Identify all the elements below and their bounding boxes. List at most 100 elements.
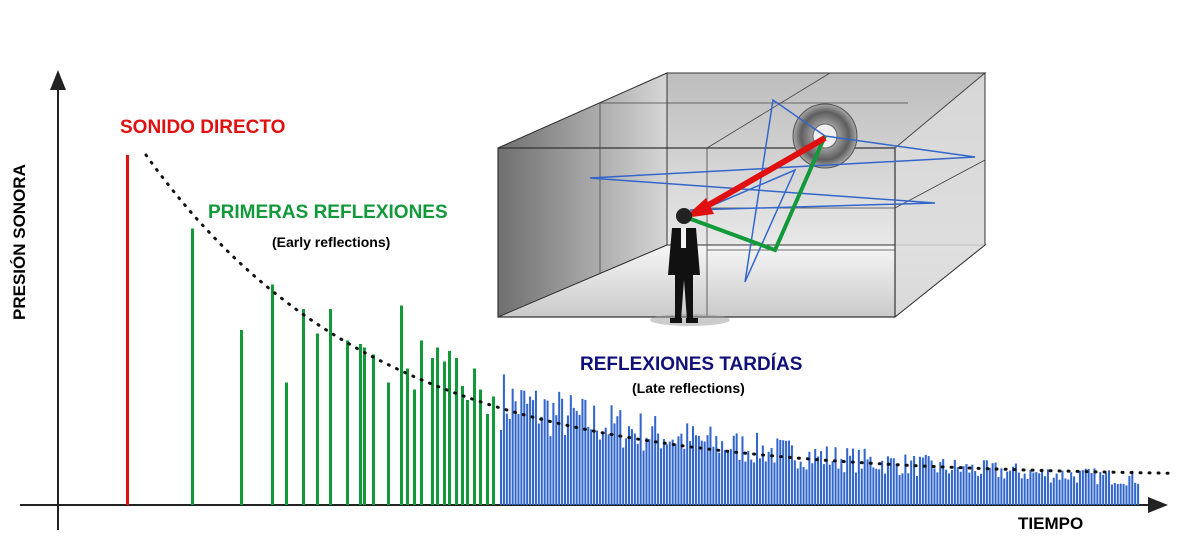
late-reflection-bar: [808, 451, 811, 505]
late-reflection-bar: [546, 400, 549, 505]
late-reflection-bar: [619, 410, 622, 505]
late-reflection-bar: [1102, 474, 1105, 505]
late-reflection-bar: [555, 415, 558, 505]
late-reflection-bar: [756, 432, 759, 505]
late-reflection-bar: [997, 476, 1000, 505]
late-reflection-bar: [648, 439, 651, 505]
late-reflection-bar: [761, 445, 764, 505]
late-reflection-bar: [930, 460, 933, 505]
late-reflection-bar: [552, 402, 555, 505]
late-reflection-bar: [662, 438, 665, 505]
room-illustration: [497, 71, 987, 326]
direct-sound-bar: [126, 155, 129, 505]
early-reflection-bar: [191, 228, 194, 505]
late-reflection-bar: [933, 468, 936, 505]
late-reflection-bar: [822, 464, 825, 505]
late-reflection-bar: [726, 450, 729, 505]
early-reflection-bar: [486, 414, 489, 505]
late-reflection-bar: [1096, 484, 1099, 505]
late-reflection-bar: [529, 396, 532, 505]
late-reflection-bar: [921, 457, 924, 505]
late-reflection-bar: [994, 462, 997, 505]
late-reflection-bar: [1023, 473, 1026, 505]
early-reflection-bar: [461, 386, 464, 505]
late-reflection-bar: [959, 471, 962, 505]
late-reflection-bar: [523, 390, 526, 505]
x-axis-arrowhead: [1148, 497, 1168, 513]
early-reflection-bar: [316, 333, 319, 505]
late-reflection-bar: [1084, 468, 1087, 505]
late-reflection-bar: [1067, 479, 1070, 505]
early-reflection-bar: [473, 368, 476, 505]
late-reflection-bar: [982, 460, 985, 505]
late-reflection-bar: [974, 471, 977, 505]
late-reflection-bar: [665, 444, 668, 505]
late-reflection-bar: [802, 466, 805, 505]
late-reflection-bar: [758, 458, 761, 505]
early-reflection-bar: [431, 358, 434, 505]
late-reflection-bar: [1029, 469, 1032, 505]
late-reflection-bar: [939, 462, 942, 505]
room-grid-line: [706, 72, 831, 149]
late-reflection-bar: [1049, 482, 1052, 505]
late-reflection-bar: [657, 433, 660, 505]
late-reflection-bar: [854, 472, 857, 505]
early-reflection-bar: [271, 284, 274, 505]
late-reflection-bar: [805, 469, 808, 505]
early-reflection-bar: [455, 358, 458, 505]
early-reflection-bar: [466, 400, 469, 505]
late-reflection-bar: [575, 410, 578, 505]
late-reflection-bar: [572, 407, 575, 505]
late-reflection-bar: [1009, 470, 1012, 505]
late-reflection-bar: [1035, 472, 1038, 505]
late-reflection-bar: [578, 414, 581, 505]
late-reflection-bar: [596, 430, 599, 505]
early-reflection-bar: [359, 344, 362, 505]
early-reflection-bar: [346, 340, 349, 505]
late-reflection-bar: [1110, 484, 1113, 505]
late-reflection-bar: [677, 436, 680, 505]
late-reflection-bar: [674, 443, 677, 505]
late-reflection-bar: [785, 440, 788, 505]
late-reflection-bar: [660, 448, 663, 505]
late-reflection-bar: [738, 459, 741, 505]
late-reflection-bar: [945, 469, 948, 505]
late-reflections-sublabel: (Late reflections): [632, 380, 745, 396]
late-reflection-bar: [889, 458, 892, 505]
late-reflection-bar: [1116, 483, 1119, 505]
late-reflection-bar: [988, 467, 991, 505]
late-reflection-bar: [1046, 469, 1049, 505]
early-reflections-label: PRIMERAS REFLEXIONES: [208, 202, 448, 223]
late-reflection-bar: [1078, 470, 1081, 505]
late-reflection-bar: [1122, 484, 1125, 505]
late-reflection-bar: [1093, 468, 1096, 505]
late-reflection-bar: [770, 447, 773, 505]
late-reflection-bar: [639, 413, 642, 505]
late-reflection-bar: [680, 433, 683, 505]
late-reflection-bar: [724, 449, 727, 505]
late-reflection-bar: [1041, 468, 1044, 505]
late-reflection-bar: [863, 448, 866, 505]
late-reflection-bar: [654, 416, 657, 505]
late-reflection-bar: [610, 405, 613, 505]
late-reflection-bar: [950, 469, 953, 505]
late-reflection-bar: [985, 460, 988, 505]
late-reflection-bar: [628, 426, 631, 505]
late-reflection-bar: [916, 475, 919, 505]
late-reflection-bar: [744, 461, 747, 505]
late-reflection-bar: [697, 435, 700, 505]
late-reflection-bar: [569, 395, 572, 505]
late-reflection-bar: [788, 440, 791, 505]
late-reflection-bar: [1064, 478, 1067, 505]
late-reflection-bar: [881, 460, 884, 505]
late-reflection-bar: [977, 475, 980, 505]
late-reflection-bar: [796, 468, 799, 505]
late-reflection-bar: [532, 400, 535, 505]
late-reflection-bar: [1012, 466, 1015, 505]
late-reflection-bar: [520, 390, 523, 505]
late-reflection-bar: [776, 438, 779, 505]
late-reflection-bar: [1134, 482, 1137, 505]
late-reflection-bar: [872, 467, 875, 505]
late-reflection-bar: [750, 459, 753, 505]
early-reflection-bar: [240, 330, 243, 505]
